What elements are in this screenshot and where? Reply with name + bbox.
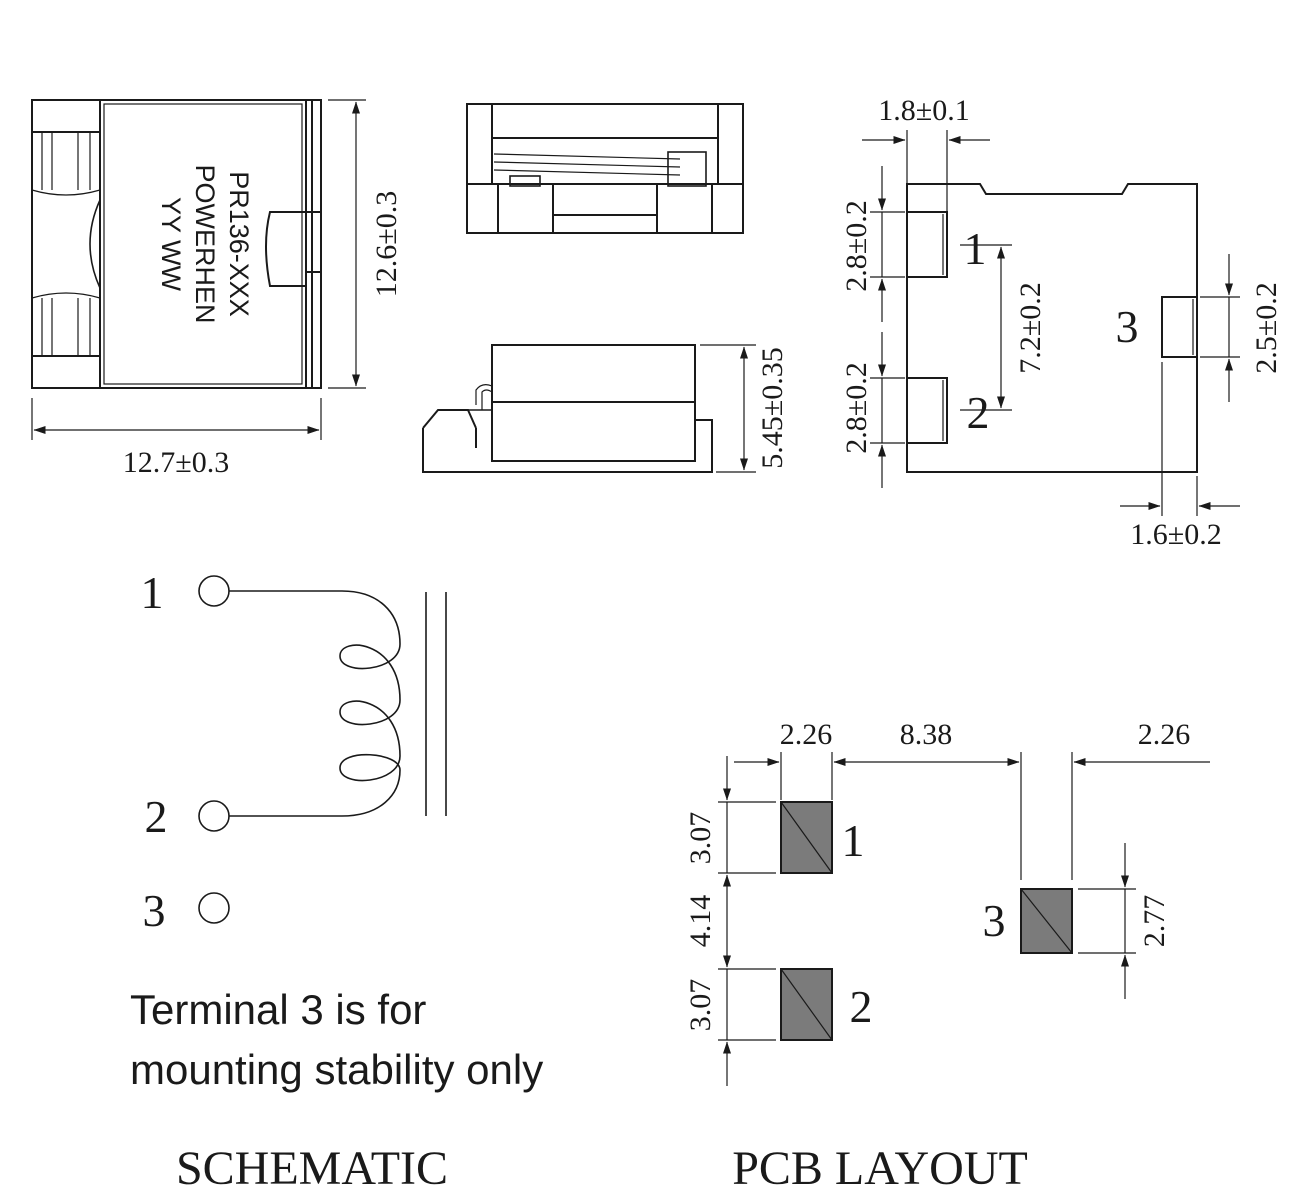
pcb-pad-gap: 4.14 — [684, 895, 717, 948]
bottom-pin-2-label: 2 — [967, 387, 990, 438]
top-view: PR136-XXX POWERHEN YY WW 12.7±0.3 12.6±0… — [31, 99, 403, 479]
pcb-pad3-height: 2.77 — [1138, 895, 1171, 948]
schematic-note-line-2: mounting stability only — [130, 1046, 543, 1093]
schematic-terminal-3 — [198, 892, 230, 924]
side-view-height-dimension: 5.45±0.35 — [756, 347, 789, 468]
pcb-pad1-height: 3.07 — [684, 812, 717, 865]
bottom-pin-3-label: 3 — [1116, 301, 1139, 352]
schematic-caption: SCHEMATIC — [176, 1142, 448, 1195]
schematic: 1 2 3 Terminal 3 is for mounting stabili… — [130, 567, 543, 1195]
schematic-pin-1-label: 1 — [141, 567, 164, 618]
bottom-pad-1 — [906, 211, 948, 278]
pcb-pad-width-right: 2.26 — [1138, 718, 1191, 751]
pcb-pin-1-label: 1 — [842, 815, 865, 866]
top-view-height-dimension: 12.6±0.3 — [370, 191, 403, 297]
pcb-pad-spacing: 8.38 — [900, 718, 953, 751]
bottom-pad3-height-dimension: 2.5±0.2 — [1250, 282, 1283, 373]
bottom-pad-3 — [1161, 296, 1198, 358]
marking-brand: POWERHEN — [190, 164, 220, 323]
pcb-layout: 1 2 3 2.26 8.38 2.26 3.07 4.14 3.07 — [684, 718, 1210, 1195]
pcb-pad2-height: 3.07 — [684, 979, 717, 1032]
marking-date-code: YY WW — [156, 197, 186, 292]
bottom-pad-2 — [906, 377, 948, 444]
front-view-outline — [466, 103, 744, 234]
bottom-pin-1-label: 1 — [964, 223, 987, 274]
pcb-pin-2-label: 2 — [850, 981, 873, 1032]
bottom-pad-width-dimension: 1.8±0.1 — [878, 94, 969, 127]
bottom-pad3-width-dimension: 1.6±0.2 — [1130, 518, 1221, 551]
top-view-width-dimension: 12.7±0.3 — [123, 446, 229, 479]
top-view-outline — [31, 99, 322, 389]
marking-part-number: PR136-XXX — [224, 171, 254, 317]
schematic-pin-2-label: 2 — [145, 791, 168, 842]
schematic-note-line-1: Terminal 3 is for — [130, 986, 426, 1033]
bottom-view-outline — [906, 183, 1198, 473]
bottom-pad-pitch-dimension: 7.2±0.2 — [1014, 282, 1047, 373]
bottom-view: 1 2 3 1.8±0.1 2.8±0.2 2.8±0.2 7.2±0.2 — [840, 94, 1283, 551]
pcb-pad-width-left: 2.26 — [780, 718, 833, 751]
schematic-pin-3-label: 3 — [143, 885, 166, 936]
pcb-layout-caption: PCB LAYOUT — [732, 1142, 1028, 1195]
inductor-coil — [229, 590, 401, 817]
front-view — [466, 103, 744, 234]
side-view: 5.45±0.35 — [422, 344, 789, 473]
bottom-pad1-height-dimension: 2.8±0.2 — [840, 200, 873, 291]
bottom-pad2-height-dimension: 2.8±0.2 — [840, 362, 873, 453]
schematic-terminal-2 — [198, 800, 230, 832]
pcb-pin-3-label: 3 — [983, 895, 1006, 946]
schematic-terminal-1 — [198, 575, 230, 607]
